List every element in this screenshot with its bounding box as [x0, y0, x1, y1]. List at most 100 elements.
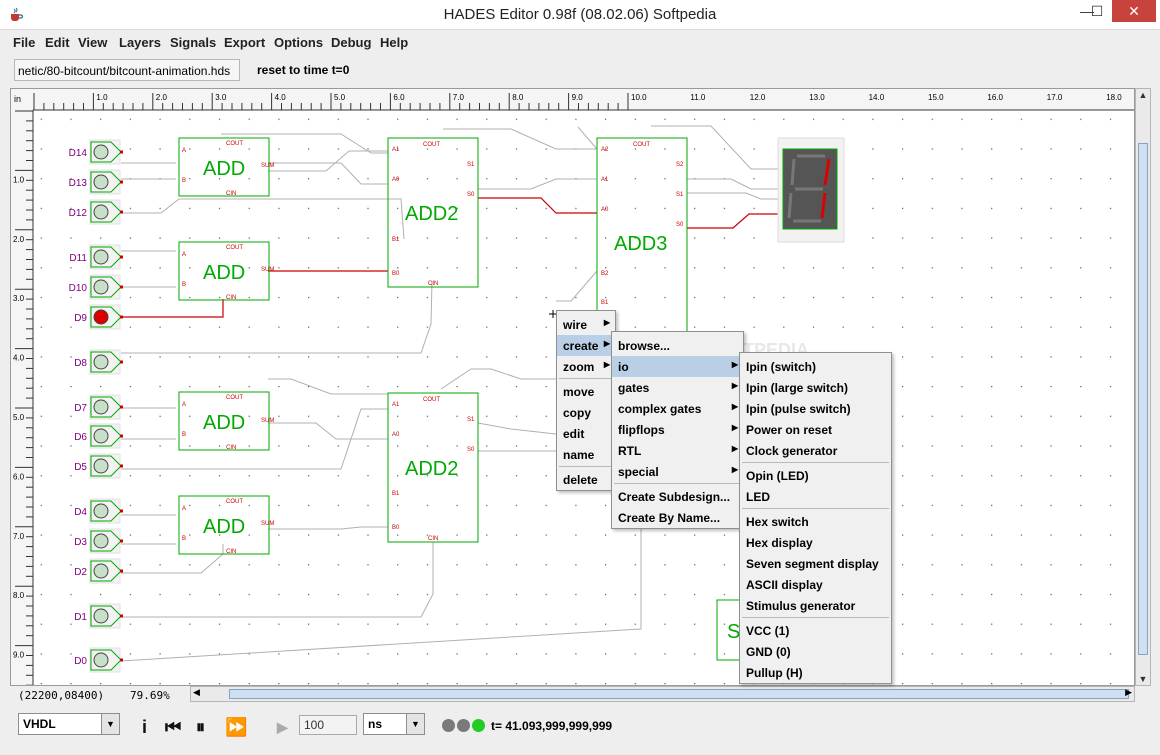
menu-export[interactable]: Export [224, 35, 266, 50]
menu-item-gnd[interactable]: GND (0) [746, 645, 791, 659]
menu-item-power-on-reset[interactable]: Power on reset [746, 423, 833, 437]
menu-item-create-subdesign[interactable]: Create Subdesign... [618, 490, 731, 504]
menu-options[interactable]: Options [274, 35, 324, 50]
chevron-down-icon[interactable]: ▼ [406, 714, 424, 734]
pause-button[interactable]: ⏸ [196, 717, 205, 737]
close-button[interactable]: ✕ [1112, 0, 1156, 22]
menu-item-flipflops[interactable]: flipflops▶ [618, 423, 738, 437]
menu-item-special[interactable]: special▶ [618, 465, 738, 479]
input-switch-d2[interactable]: D2 [74, 558, 123, 584]
pin-label: S1 [676, 192, 684, 198]
input-switch-d9[interactable]: D9 [74, 304, 123, 330]
menu-item-copy[interactable]: copy [563, 406, 592, 420]
input-label: D14 [69, 148, 88, 159]
pin-label: S2 [676, 162, 684, 168]
menu-item-browse[interactable]: browse... [618, 339, 671, 353]
menu-item-create-by-name[interactable]: Create By Name... [618, 511, 721, 525]
menu-item-complex-gates[interactable]: complex gates▶ [618, 402, 738, 416]
menu-item-opin-led[interactable]: Opin (LED) [746, 469, 809, 483]
fast-forward-button[interactable]: ⏩ [225, 717, 248, 737]
menu-item-zoom[interactable]: zoom▶ [563, 360, 610, 374]
pin-label: A [182, 148, 186, 154]
input-switch-d12[interactable]: D12 [69, 199, 123, 225]
menu-item-name[interactable]: name [563, 448, 595, 462]
play-button[interactable]: ▶ [277, 719, 288, 735]
menu-item-led[interactable]: LED [746, 490, 770, 504]
menu-edit[interactable]: Edit [45, 35, 70, 50]
y-ruler-label: 6.0 [13, 472, 25, 481]
language-select[interactable]: VHDL ▼ [18, 713, 120, 735]
y-ruler-label: 2.0 [13, 235, 25, 244]
x-ruler-label: 18.0 [1106, 93, 1122, 102]
menu-item-create[interactable]: create▶ [557, 335, 615, 356]
menu-layers[interactable]: Layers [119, 35, 161, 50]
menu-item-ipin-large-switch[interactable]: Ipin (large switch) [746, 381, 849, 395]
pin-label: B [182, 536, 186, 542]
x-ruler-label: 9.0 [572, 93, 584, 102]
input-switch-d8[interactable]: D8 [74, 349, 123, 375]
menu-bar: File Edit View Layers Signals Export Opt… [0, 31, 1160, 53]
menu-signals[interactable]: Signals [170, 35, 217, 50]
file-path-field[interactable]: netic/80-bitcount/bitcount-animation.hds [14, 59, 240, 81]
vertical-scrollbar[interactable]: ▲ ▼ [1135, 88, 1151, 686]
input-switch-d10[interactable]: D10 [69, 274, 123, 300]
scroll-up-icon[interactable]: ▲ [1138, 90, 1148, 100]
input-switch-d7[interactable]: D7 [74, 394, 123, 420]
speed-input[interactable]: 100 [299, 715, 357, 735]
menu-item-clock-generator[interactable]: Clock generator [746, 444, 838, 458]
scroll-left-icon[interactable]: ◀ [193, 687, 200, 697]
menu-item-stimulus-generator[interactable]: Stimulus generator [746, 599, 856, 613]
chevron-down-icon[interactable]: ▼ [101, 714, 119, 734]
pin-label: B1 [601, 300, 609, 306]
input-switch-d3[interactable]: D3 [74, 528, 123, 554]
minimize-button[interactable]: — [1080, 3, 1094, 19]
menu-item-wire[interactable]: wire▶ [563, 318, 610, 332]
menu-file[interactable]: File [13, 35, 36, 50]
scroll-down-icon[interactable]: ▼ [1138, 674, 1148, 684]
input-switch-d11[interactable]: D11 [69, 244, 123, 270]
menu-item-seven-segment-display[interactable]: Seven segment display [746, 557, 879, 571]
scroll-right-icon[interactable]: ▶ [1125, 687, 1132, 697]
menu-item-ipin-pulse-switch[interactable]: Ipin (pulse switch) [746, 402, 851, 416]
menu-item-ipin-switch[interactable]: Ipin (switch) [746, 360, 816, 374]
input-switch-d1[interactable]: D1 [74, 603, 123, 629]
input-switch-d13[interactable]: D13 [69, 169, 123, 195]
menu-item-edit[interactable]: edit [563, 427, 585, 441]
maximize-button[interactable]: ☐ [1090, 3, 1104, 19]
x-ruler-label: 10.0 [631, 93, 647, 102]
menu-view[interactable]: View [78, 35, 108, 50]
menu-item-move[interactable]: move [563, 385, 595, 399]
menu-help[interactable]: Help [380, 35, 409, 50]
input-label: D6 [74, 432, 87, 443]
menu-item-rtl[interactable]: RTL▶ [618, 444, 738, 458]
menu-item-delete[interactable]: delete [563, 473, 598, 487]
input-switch-d4[interactable]: D4 [74, 498, 123, 524]
menu-item-io[interactable]: io▶ [612, 356, 743, 377]
menu-item-vcc[interactable]: VCC (1) [746, 624, 790, 638]
time-unit-select[interactable]: ns ▼ [363, 713, 425, 735]
x-ruler-label: 17.0 [1047, 93, 1063, 102]
x-ruler-label: 3.0 [215, 93, 227, 102]
horizontal-scroll-thumb[interactable] [229, 689, 1129, 699]
vertical-scroll-thumb[interactable] [1138, 143, 1148, 655]
menu-item-ascii-display[interactable]: ASCII display [746, 578, 823, 592]
x-ruler-label: 15.0 [928, 93, 944, 102]
input-switch-d6[interactable]: D6 [74, 423, 123, 449]
menu-item-hex-switch[interactable]: Hex switch [746, 515, 809, 529]
info-button[interactable]: i [142, 717, 148, 737]
input-switch-d5[interactable]: D5 [74, 453, 123, 479]
input-switch-d14[interactable]: D14 [69, 139, 123, 165]
horizontal-scrollbar[interactable]: ◀ ▶ [190, 686, 1135, 702]
pin-label: SUM [261, 418, 274, 424]
menu-item-hex-display[interactable]: Hex display [746, 536, 813, 550]
pin-label: B [182, 282, 186, 288]
menu-debug[interactable]: Debug [331, 35, 372, 50]
pin-label: COUT [226, 245, 243, 251]
rewind-button[interactable]: ⏮ [165, 717, 182, 737]
menu-item-pullup[interactable]: Pullup (H) [746, 666, 803, 680]
x-ruler-label: 12.0 [750, 93, 766, 102]
input-switch-d0[interactable]: D0 [74, 647, 123, 673]
input-label: D3 [74, 537, 87, 548]
menu-item-gates[interactable]: gates▶ [618, 381, 738, 395]
